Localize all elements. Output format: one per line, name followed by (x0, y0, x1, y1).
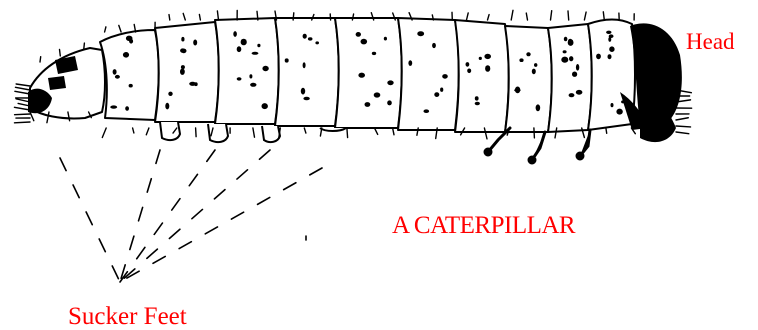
head-label: Head (686, 30, 735, 53)
body-segment (335, 18, 402, 128)
body-segment (398, 18, 459, 130)
body-segment (505, 26, 552, 132)
thoracic-legs (485, 128, 590, 163)
body-segment (215, 18, 279, 124)
body-segment (155, 22, 219, 122)
sucker-feet-pointer-lines (60, 150, 322, 282)
body-segment (275, 18, 339, 126)
body-segment (100, 30, 159, 120)
diagram-title: A CATERPILLAR (392, 213, 575, 238)
caterpillar-body (30, 18, 635, 132)
sucker-feet-label: Sucker Feet (68, 304, 187, 329)
body-segment (455, 20, 509, 132)
